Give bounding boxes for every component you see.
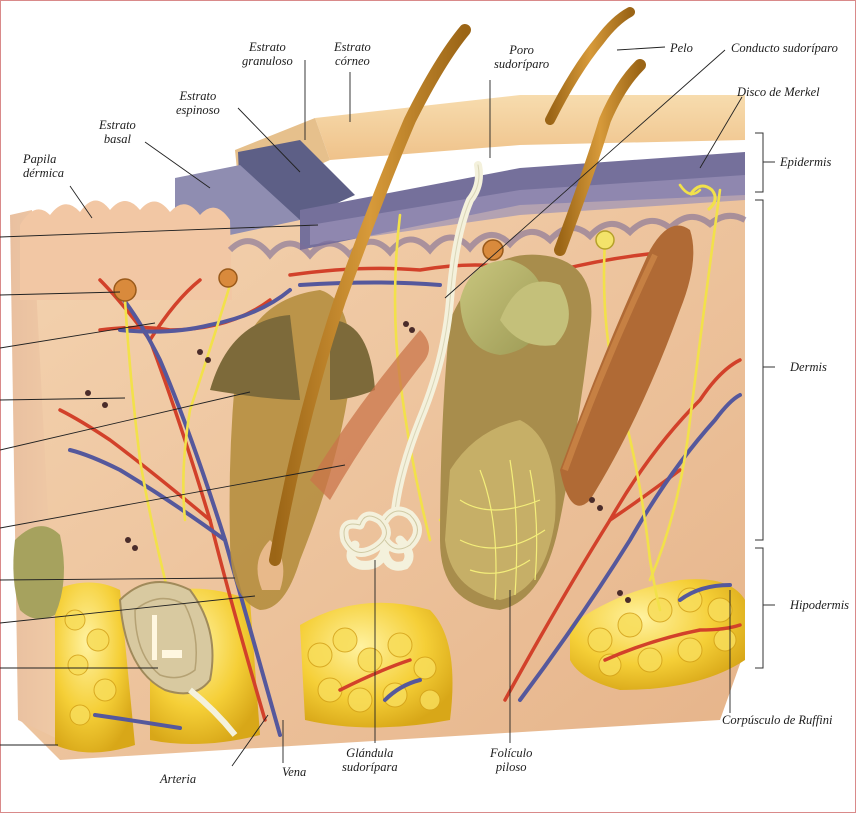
label-foliculo-piloso: Folículo piloso (490, 746, 532, 774)
label-vena: Vena (282, 765, 306, 779)
meissner-corpuscle (114, 279, 136, 301)
label-estrato-corneo: Estrato córneo (334, 40, 371, 68)
label-dermis: Dermis (790, 360, 827, 374)
label-disco-merkel: Disco de Merkel (737, 85, 820, 99)
label-arteria: Arteria (160, 772, 196, 786)
label-estrato-espinoso: Estrato espinoso (176, 89, 220, 117)
label-glandula-sudoripara: Glándula sudorípara (342, 746, 398, 774)
stratum-corneum-surface (315, 95, 745, 160)
left-side-gland (13, 526, 64, 619)
label-corpusculo-ruffini: Corpúsculo de Ruffini (722, 713, 854, 727)
layer-braces (755, 133, 775, 668)
label-papila-dermica: Papila dérmica (23, 152, 64, 180)
label-poro-sudoriparo: Poro sudoríparo (494, 43, 549, 71)
label-epidermis: Epidermis (780, 155, 831, 169)
label-estrato-basal: Estrato basal (99, 118, 136, 146)
label-conducto-sudoriparo: Conducto sudoríparo (731, 41, 838, 55)
label-pelo: Pelo (670, 41, 693, 55)
label-estrato-granuloso: Estrato granuloso (242, 40, 293, 68)
label-hipodermis: Hipodermis (790, 598, 849, 612)
